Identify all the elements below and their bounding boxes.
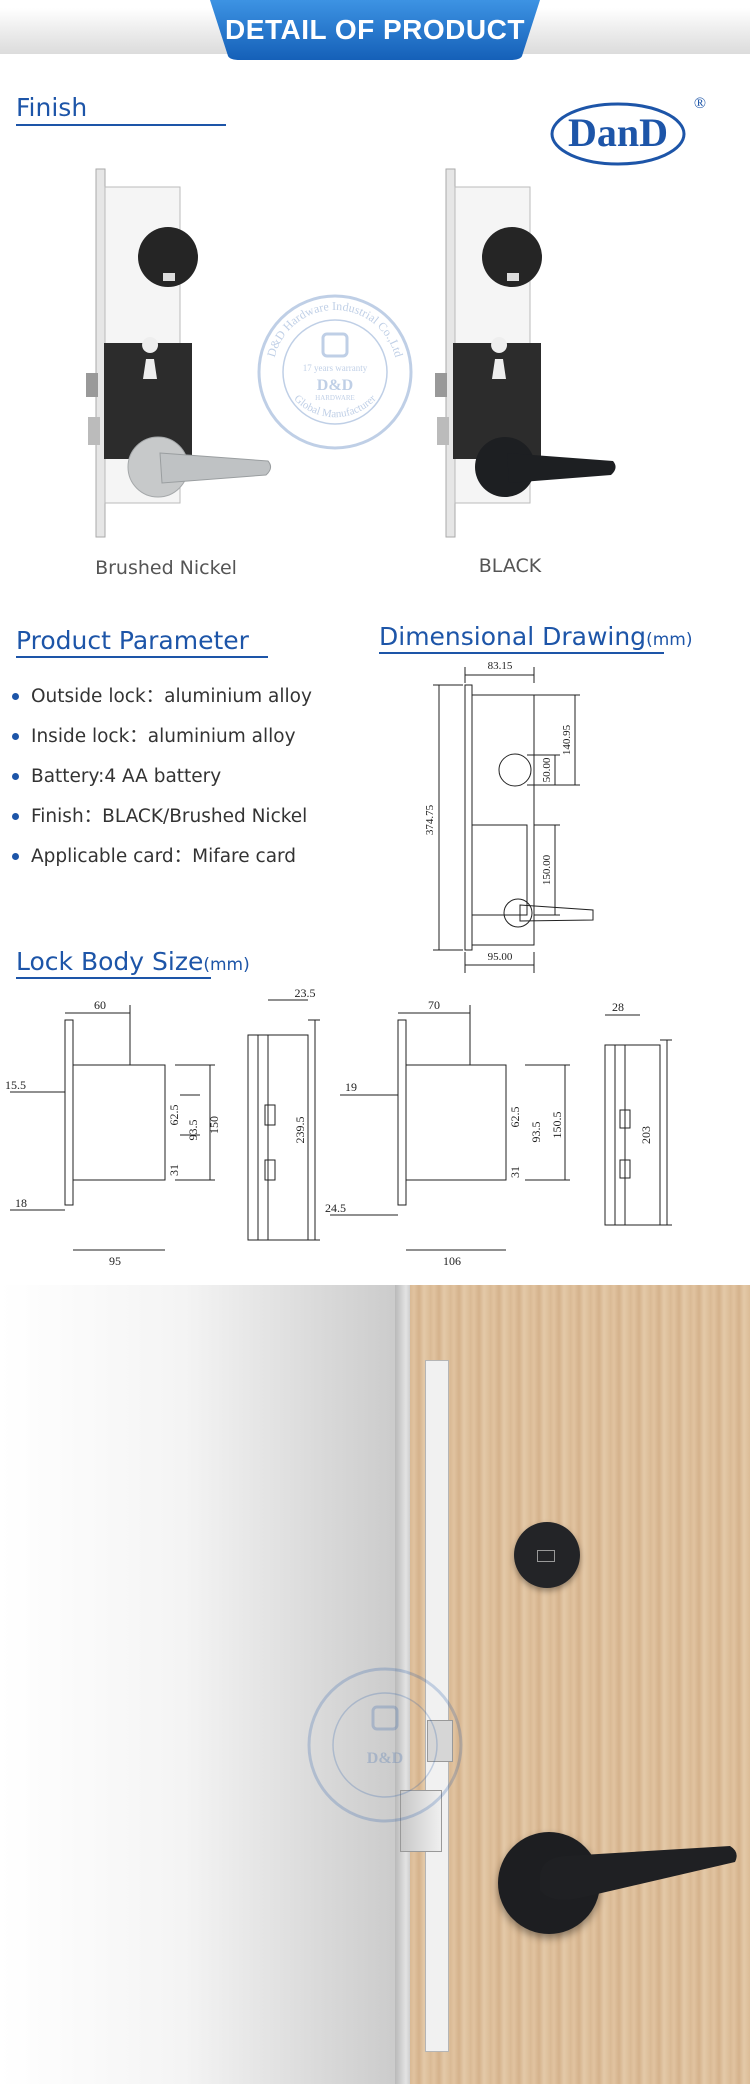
finish-title: Finish — [16, 93, 88, 122]
list-item: Applicable card：Mifare card — [8, 840, 368, 880]
svg-text:23.5: 23.5 — [295, 986, 316, 1000]
svg-text:HARDWARE: HARDWARE — [315, 394, 355, 402]
latch-bolt — [427, 1720, 453, 1762]
svg-text:60: 60 — [94, 998, 106, 1012]
svg-text:31: 31 — [167, 1164, 181, 1176]
finish-label-black: BLACK — [478, 555, 542, 577]
list-item: Inside lock：aluminium alloy — [8, 720, 368, 760]
svg-text:83.15: 83.15 — [488, 660, 513, 672]
lock-body-size-drawing: 60 23.5 15.5 62.5 93.5 150 239.5 31 18 9… — [5, 986, 672, 1268]
finish-label-brushed-nickel: Brushed Nickel — [95, 557, 237, 579]
svg-text:239.5: 239.5 — [293, 1117, 307, 1144]
bullet-icon — [12, 813, 19, 820]
svg-text:93.5: 93.5 — [186, 1120, 200, 1141]
svg-text:95: 95 — [109, 1254, 121, 1268]
svg-text:D&D: D&D — [317, 377, 353, 394]
svg-text:374.75: 374.75 — [424, 804, 436, 835]
svg-text:24.5: 24.5 — [325, 1201, 346, 1215]
product-parameter-title: Product Parameter — [16, 626, 249, 655]
list-item: Finish：BLACK/Brushed Nickel — [8, 800, 368, 840]
svg-text:17 years warranty: 17 years warranty — [303, 363, 368, 373]
deadbolt — [400, 1790, 442, 1852]
dimensional-drawing-underline — [379, 652, 664, 654]
brand-logo: DanD ® — [548, 94, 708, 170]
svg-text:150.5: 150.5 — [550, 1112, 564, 1139]
product-parameter-underline — [16, 656, 268, 658]
svg-text:19: 19 — [345, 1080, 357, 1094]
lock-faceplate — [425, 1360, 449, 2052]
lock-image-black — [435, 168, 616, 538]
list-item: Outside lock：aluminium alloy — [8, 680, 368, 720]
svg-text:18: 18 — [15, 1196, 27, 1210]
dimensional-drawing-title: Dimensional Drawing(mm) — [379, 622, 693, 651]
page-title: DETAIL OF PRODUCT — [225, 14, 525, 45]
lock-body-size-underline — [16, 977, 211, 979]
svg-text:62.5: 62.5 — [167, 1105, 181, 1126]
card-reader-icon — [537, 1550, 555, 1562]
bullet-icon — [12, 693, 19, 700]
card-reader — [514, 1522, 580, 1588]
svg-text:62.5: 62.5 — [508, 1107, 522, 1128]
room-background — [0, 1285, 410, 2084]
bullet-icon — [12, 773, 19, 780]
bullet-icon — [12, 853, 19, 860]
lock-image-brushed-nickel — [86, 168, 272, 538]
header-ribbon — [210, 0, 540, 60]
photo-watermark-seal: D&D — [307, 1667, 463, 1823]
svg-text:150.00: 150.00 — [541, 854, 553, 885]
svg-text:15.5: 15.5 — [5, 1078, 26, 1092]
door-panel — [410, 1285, 750, 2084]
svg-text:50.00: 50.00 — [541, 757, 553, 782]
lock-body-size-title: Lock Body Size(mm) — [16, 947, 250, 976]
product-parameter-list: Outside lock：aluminium alloy Inside lock… — [8, 680, 368, 880]
svg-text:203: 203 — [639, 1126, 653, 1144]
watermark-seal: D&D Hardware Industrial Co.,Ltd Global M… — [257, 294, 413, 450]
svg-text:140.95: 140.95 — [561, 724, 573, 755]
finish-underline — [16, 124, 226, 126]
dimensional-drawing: 83.15 374.75 50.00 140.95 150.00 95.00 — [424, 660, 594, 973]
svg-text:70: 70 — [428, 998, 440, 1012]
svg-text:28: 28 — [612, 1000, 624, 1014]
registered-mark: ® — [694, 95, 706, 112]
lever-handle — [540, 1846, 737, 1900]
logo-text: DanD — [568, 110, 668, 155]
svg-text:D&D: D&D — [367, 1750, 403, 1767]
svg-text:106: 106 — [443, 1254, 461, 1268]
bullet-icon — [12, 733, 19, 740]
svg-text:31: 31 — [508, 1166, 522, 1178]
svg-text:93.5: 93.5 — [529, 1122, 543, 1143]
svg-text:D&D Hardware Industrial Co.,Lt: D&D Hardware Industrial Co.,Ltd — [264, 299, 406, 359]
svg-text:150: 150 — [207, 1116, 221, 1134]
list-item: Battery:4 AA battery — [8, 760, 368, 800]
svg-text:95.00: 95.00 — [488, 951, 513, 963]
